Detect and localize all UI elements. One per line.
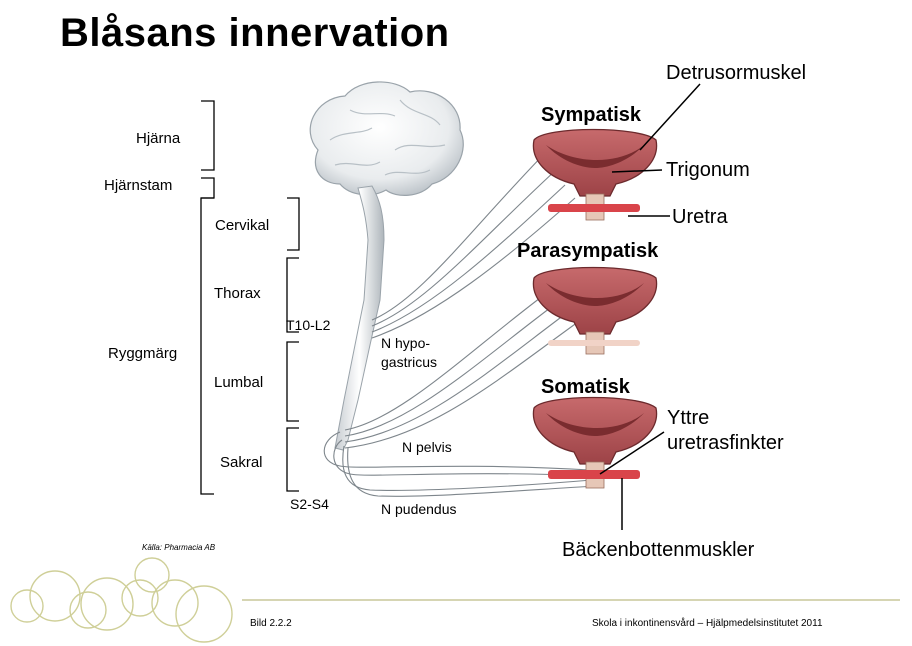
nerve-hypogastricus-line2: gastricus	[381, 355, 437, 369]
level-hjarna: Hjärna	[136, 131, 180, 146]
source-credit: Källa: Pharmacia AB	[142, 544, 215, 552]
segment-s2-s4: S2-S4	[290, 497, 329, 511]
label-trigonum: Trigonum	[666, 160, 750, 180]
bracket-hjarnstam	[201, 178, 214, 198]
nerve-pelvis: N pelvis	[402, 440, 452, 454]
label-yttre-line2: uretrasfinkter	[667, 433, 784, 453]
segment-t10-l2: T10-L2	[286, 318, 330, 332]
system-sympatisk: Sympatisk	[541, 105, 641, 125]
label-yttre-line1: Yttre	[667, 408, 709, 428]
system-somatisk: Somatisk	[541, 377, 630, 397]
label-uretra: Uretra	[672, 207, 728, 227]
level-cervikal: Cervikal	[215, 218, 269, 233]
bracket-lumbal	[287, 342, 299, 421]
system-parasympatisk: Parasympatisk	[517, 241, 658, 261]
level-thorax: Thorax	[214, 286, 261, 301]
leader-detrusor	[640, 84, 700, 150]
bracket-cervikal	[287, 198, 299, 250]
decorative-circles	[11, 558, 232, 642]
level-hjarnstam: Hjärnstam	[104, 178, 172, 193]
level-sakral: Sakral	[220, 455, 263, 470]
bladder-somatisk	[533, 398, 656, 489]
label-detrusormuskel: Detrusormuskel	[666, 63, 806, 83]
bracket-sakral	[287, 428, 299, 491]
bladder-parasympatisk	[533, 268, 656, 355]
slide-title: Blåsans innervation	[60, 13, 450, 53]
nerve-hypogastricus-line1: N hypo-	[381, 336, 430, 350]
level-lumbal: Lumbal	[214, 375, 263, 390]
footer-credit: Skola i inkontinensvård – Hjälpmedelsins…	[592, 619, 823, 629]
bracket-hjarna	[201, 101, 214, 170]
nerve-pudendus: N pudendus	[381, 502, 457, 516]
bracket-ryggmarg	[201, 198, 214, 494]
level-ryggmarg: Ryggmärg	[108, 346, 177, 361]
footer-slide-number: Bild 2.2.2	[250, 619, 292, 629]
brain-illustration	[310, 82, 463, 195]
bladder-sympatisk	[533, 130, 656, 221]
label-backenbottenmuskler: Bäckenbottenmuskler	[562, 540, 754, 560]
